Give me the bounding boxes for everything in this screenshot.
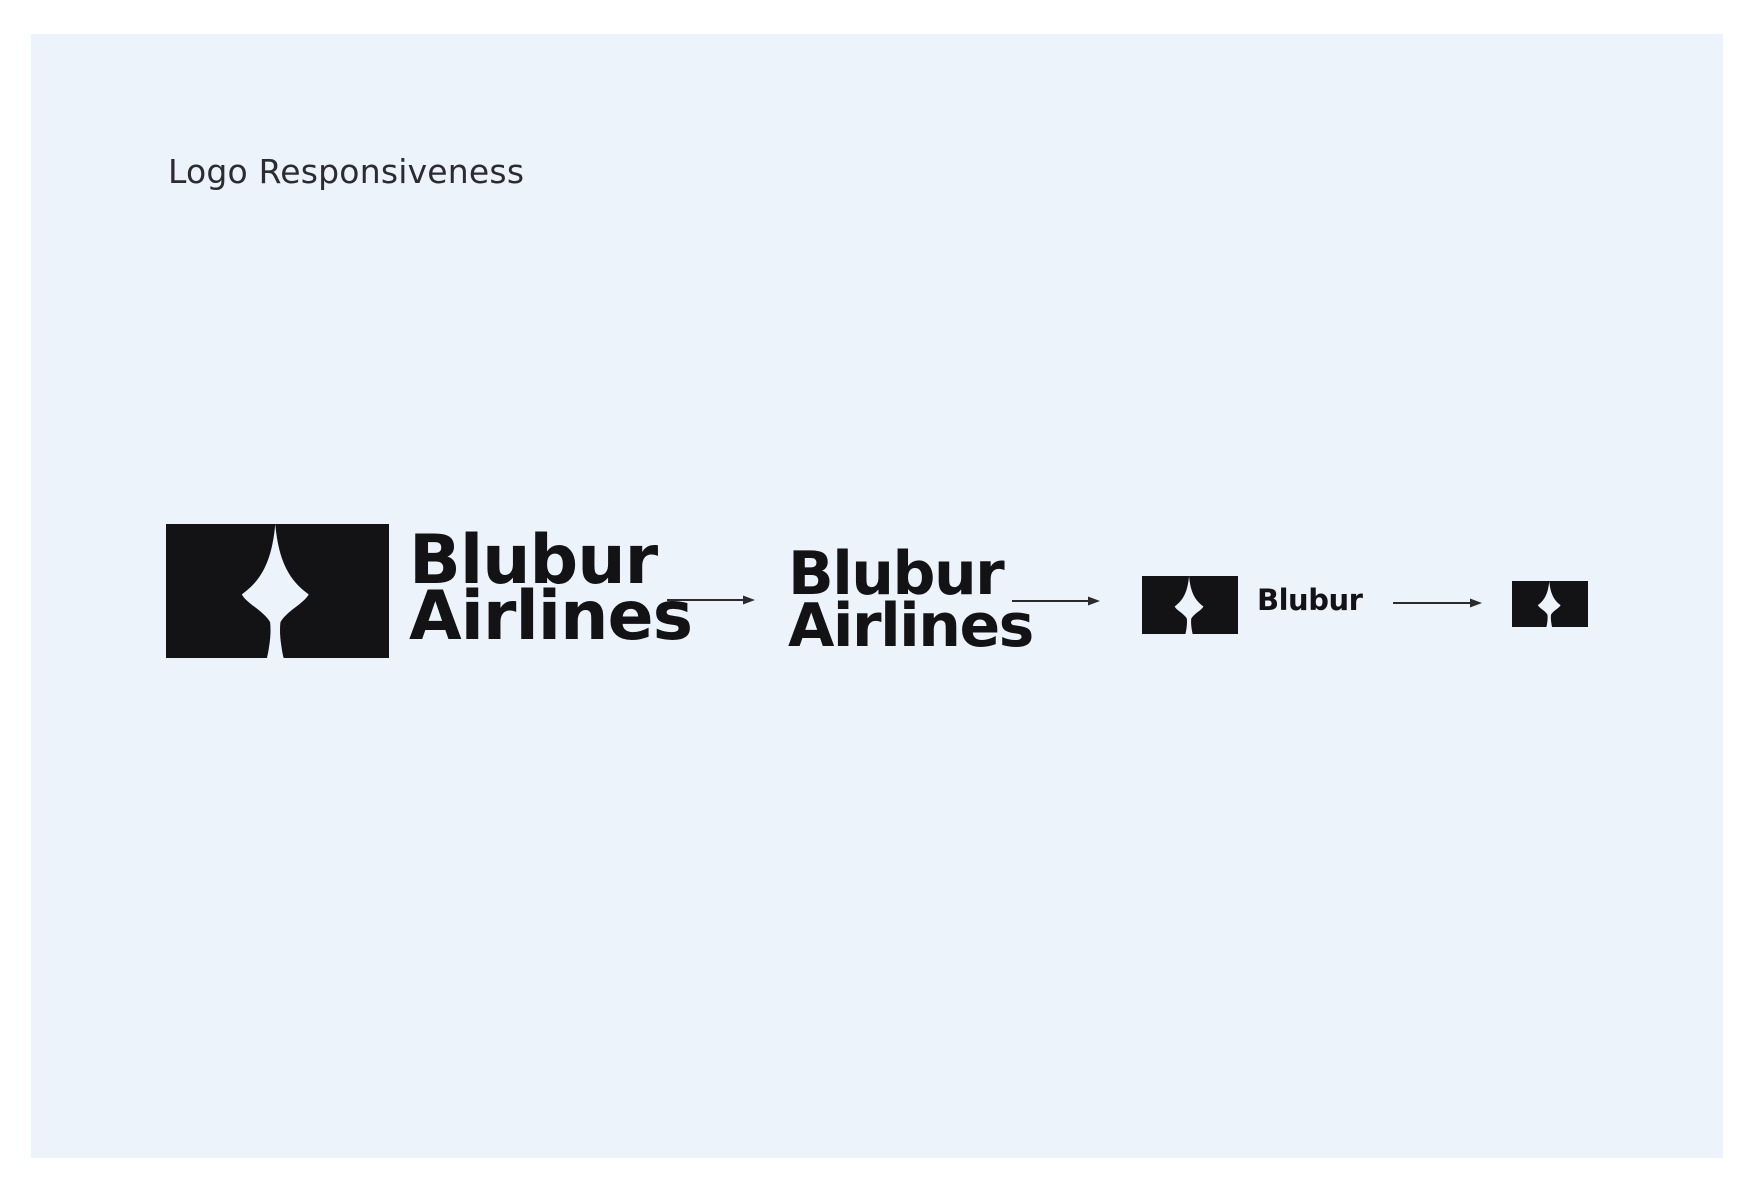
- page-title: Logo Responsiveness: [168, 152, 525, 191]
- wordmark-line-1: Blubur: [409, 521, 658, 600]
- wordmark-line-1: Blubur: [788, 539, 1005, 609]
- wordmark-full: Blubur Airlines: [409, 521, 693, 656]
- right-arrow-icon: [1393, 598, 1482, 608]
- blubur-plane-mark-icon: [1142, 576, 1238, 634]
- blubur-plane-mark-icon: [166, 524, 389, 658]
- brand-guideline-canvas: Logo Responsiveness Blubur Airlines Blub…: [31, 34, 1723, 1158]
- wordmark-line-2: Airlines: [409, 577, 693, 656]
- wordmark-compact: Blubur: [1257, 583, 1363, 617]
- right-arrow-icon: [1012, 596, 1100, 606]
- wordmark-only: Blubur Airlines: [788, 539, 1034, 661]
- blubur-plane-mark-icon: [1512, 581, 1588, 627]
- wordmark-line-2: Airlines: [788, 591, 1034, 661]
- right-arrow-icon: [667, 595, 755, 605]
- wordmark-line-1: Blubur: [1257, 583, 1363, 617]
